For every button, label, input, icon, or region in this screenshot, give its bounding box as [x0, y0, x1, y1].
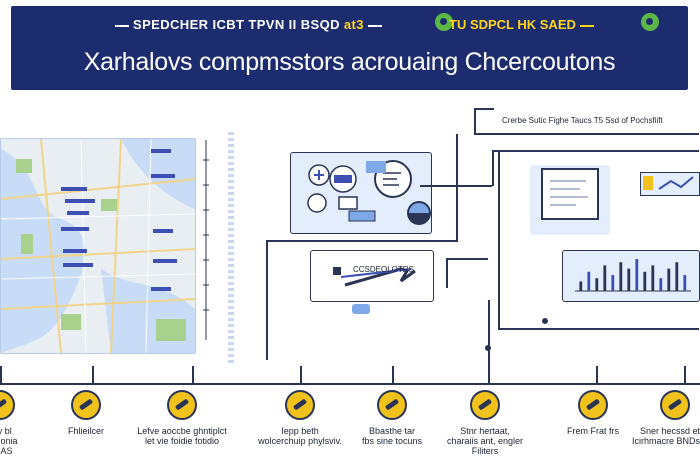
- tool-icon: [470, 390, 500, 420]
- step-8: Sner hecssd et Icirhmacre BNDs: [590, 390, 700, 446]
- tool-icon: [578, 390, 608, 420]
- timeline-tick: [192, 366, 194, 384]
- connector-line: [446, 258, 448, 288]
- tool-icon: [0, 390, 15, 420]
- timeline-tick: [392, 366, 394, 384]
- chart-bar: [643, 271, 647, 291]
- step-label: Iepp beth wolcerchuip phylsviv.: [258, 426, 342, 446]
- chart-bar: [675, 262, 679, 291]
- header-top-right: TU SDPCL HK SAED: [449, 17, 598, 32]
- document-panel: [530, 165, 610, 235]
- step-label: Stnr hertaat, charaiis ant, engler Filit…: [446, 426, 524, 456]
- connector-line: [498, 150, 500, 328]
- connector-line: [492, 150, 699, 152]
- green-circle-icon: [435, 13, 453, 31]
- chart-bar: [659, 278, 663, 291]
- chart-bar: [587, 271, 591, 291]
- dash-icon: [579, 24, 594, 27]
- timeline-tick: [300, 366, 302, 384]
- tool-icon: [660, 390, 690, 420]
- chart-bar: [635, 259, 639, 291]
- header-top-line: SPEDCHER ICBT TPVN II BSQD at3 TU SDPCL …: [11, 13, 688, 33]
- icon-cluster-box: [290, 152, 432, 234]
- timeline-tick: [596, 366, 598, 384]
- chart-bar: [667, 268, 671, 291]
- connector-plug-icon: [352, 304, 370, 314]
- connector-line: [266, 240, 268, 360]
- chart-bar: [611, 275, 615, 291]
- chart-bar: [603, 265, 607, 291]
- chart-bar: [619, 262, 623, 291]
- step-label: Fhlieilcer: [67, 426, 104, 436]
- green-circle-icon: [641, 13, 659, 31]
- step-7: Frem Frat frs: [538, 390, 648, 436]
- step-label: Bbasthe tar fbs sine tocuns: [361, 426, 423, 446]
- chart-bar: [651, 265, 655, 291]
- step-4: Iepp beth wolcerchuip phylsviv.: [245, 390, 355, 446]
- tool-icon: [377, 390, 407, 420]
- vertical-ruler: [199, 140, 213, 340]
- tool-icon: [167, 390, 197, 420]
- map-panel: [0, 138, 196, 354]
- chart-bar: [627, 268, 631, 291]
- step-2: Fhlieilcer: [31, 390, 141, 436]
- header-top-right-text: TU SDPCL HK SAED: [449, 17, 576, 32]
- device-icons-graphic: [307, 160, 431, 225]
- header-top-left: SPEDCHER ICBT TPVN II BSQD at3: [111, 17, 386, 32]
- connector-line: [474, 108, 476, 133]
- chart-bar: [579, 281, 583, 291]
- header-top-left-text: SPEDCHER ICBT TPVN II BSQD: [133, 17, 340, 32]
- connector-line: [492, 150, 494, 186]
- connector-line: [456, 134, 458, 242]
- header-badge: at3: [343, 17, 364, 32]
- top-note: Crerbe Sutic Fighe Taucs T5 Ssd of Pochs…: [502, 116, 663, 125]
- timeline-tick: [0, 366, 2, 384]
- city-map-graphic: [1, 139, 195, 353]
- connector-line: [266, 240, 456, 242]
- device-box-label: CCSDEOLOTRS: [353, 265, 414, 274]
- connector-dot: [542, 318, 548, 324]
- dash-icon: [115, 24, 129, 27]
- step-1: Tey bl fih Ponia CDAS: [0, 390, 55, 456]
- step-label: Sner hecssd et Icirhmacre BNDs: [631, 426, 700, 446]
- bar-chart-panel: [562, 250, 700, 302]
- header-banner: SPEDCHER ICBT TPVN II BSQD at3 TU SDPCL …: [11, 6, 688, 90]
- chart-bar: [683, 275, 687, 291]
- page-title: Xarhalovs compmsstors acrouaing Chcercou…: [83, 48, 616, 76]
- connector-line: [488, 300, 490, 383]
- map-edge-stripe: [228, 132, 234, 366]
- step-label: Tey bl fih Ponia CDAS: [0, 426, 18, 456]
- connector-line: [474, 108, 494, 110]
- tool-icon: [71, 390, 101, 420]
- step-5: Bbasthe tar fbs sine tocuns: [337, 390, 447, 446]
- connector-line: [498, 328, 699, 330]
- step-3: Lefve aoccbe ghntiplct let vie foidie fo…: [127, 390, 237, 446]
- step-label: Frem Frat frs: [567, 426, 619, 436]
- device-box: CCSDEOLOTRS: [310, 250, 434, 302]
- step-label: Lefve aoccbe ghntiplct let vie foidie fo…: [137, 426, 227, 446]
- timeline-tick: [684, 366, 686, 384]
- timeline-tick: [488, 366, 490, 384]
- dash-icon: [367, 24, 382, 27]
- chart-bar: [595, 278, 599, 291]
- connector-line: [446, 258, 488, 260]
- document-icon: [541, 168, 599, 220]
- timeline-line: [0, 383, 700, 385]
- connector-line: [474, 133, 699, 135]
- arrow-device-graphic: [333, 267, 416, 287]
- bar-chart: [575, 259, 691, 292]
- monitor-icon: [640, 172, 700, 196]
- step-6: Stnr hertaat, charaiis ant, engler Filit…: [430, 390, 540, 456]
- timeline-tick: [92, 366, 94, 384]
- tool-icon: [285, 390, 315, 420]
